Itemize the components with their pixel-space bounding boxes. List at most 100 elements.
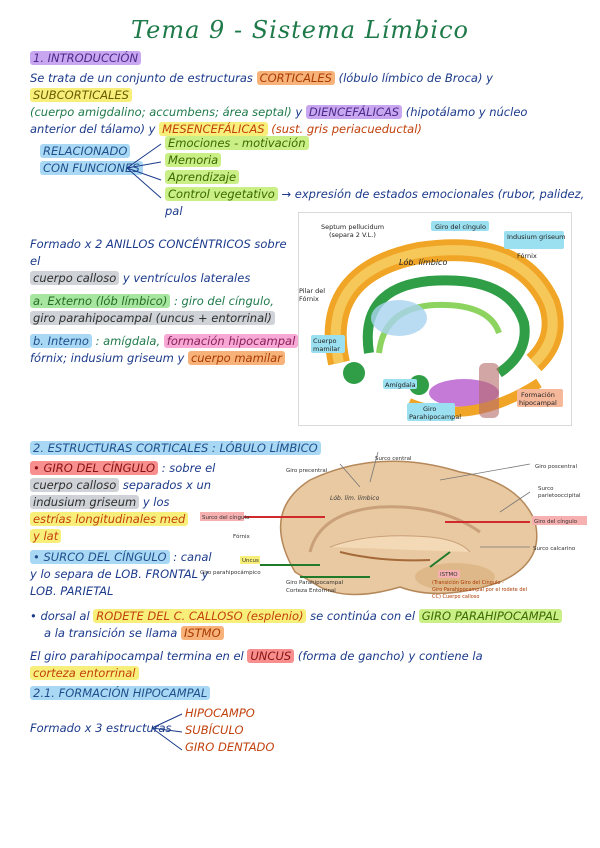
label-amigdala: Amígdala [385,381,416,389]
formacion-heading: 2.1. FORMACIÓN HIPOCAMPAL [30,686,211,700]
medial-brain-figure: Surco central Giro precentral Giro posce… [200,452,587,600]
intro-text-6: (sust. gris periacueductal) [271,122,422,136]
funciones-list: Emociones - motivación Memoria Aprendiza… [165,135,595,220]
formacion-bracket [151,713,183,751]
giro-para-highlight: GIRO PARAHIPOCAMPAL [418,609,563,623]
final-text-a: El giro parahipocampal termina en el [30,649,244,663]
funcion-item-1: Emociones - motivación [165,136,309,150]
funcion-item-2: Memoria [165,153,222,167]
formacion-item-3: GIRO DENTADO [185,740,275,754]
interno-label: b. Interno [30,334,92,348]
label-uncus: Uncus [242,558,259,564]
funciones-label-1: RELACIONADO [40,144,131,158]
estructuras-left-column: • GIRO DEL CÍNGULO : sobre el cuerpo cal… [30,460,225,600]
giro-cingulo-label: • GIRO DEL CÍNGULO [30,461,159,475]
externo-label: a. Externo (lób límbico) [30,294,171,308]
y-los-text: y los [142,495,170,509]
cuerpo-mamilar-shape [343,362,365,384]
label-cuerpo-2: mamilar [313,345,340,353]
label-giro-precentral: Giro precentral [286,468,328,474]
label-septum: Septum pellucidum [321,223,384,231]
interno-text: : amígdala, [95,334,161,348]
diencefalicas-highlight: DIENCEFÁLICAS [305,105,403,119]
surco-line-2a: y lo separa de LOB. FRONTAL [30,567,199,581]
externo-text: : giro del cíngulo, [173,294,274,308]
limbic-system-figure: Septum pellucidum (separa 2 V.L.) Giro d… [298,212,572,426]
formacion-item-2: SUBÍCULO [185,723,244,737]
cuerpo-calloso-label: cuerpo calloso [30,478,120,492]
label-surco-calcarino: Surco calcarino [533,546,576,552]
intro-y-1: y [486,71,493,85]
corteza-highlight: corteza entorrinal [30,666,139,680]
intro-paragraph: Se trata de un conjunto de estructuras C… [30,70,590,138]
intro-text-4: (hipotálamo y núcleo [405,105,528,119]
label-fornix-2: Fórnix [233,533,251,540]
corticales-highlight: CORTICALES [256,71,335,85]
intro-heading: 1. INTRODUCCIÓN [30,51,142,65]
label-fornix: Fórnix [517,252,537,260]
section-estructuras-heading: 2. ESTRUCTURAS CORTICALES : LÓBULO LÍMBI… [30,440,590,457]
surco-cingulo-label: • SURCO DEL CÍNGULO [30,550,170,564]
formacion-item-1: HIPOCAMPO [185,706,255,720]
fornix-shape [362,275,530,378]
mesencefalicas-highlight: MESENCEFÁLICAS [159,122,268,136]
label-formacion-2: hipocampal [519,399,557,407]
rodete-highlight: RODETE DEL C. CALLOSO (esplenio) [93,609,307,623]
intro-y-3: y [148,122,156,136]
label-surco-central: Surco central [375,456,412,462]
intro-text-3: (cuerpo amigdalino; accumbens; área sept… [30,105,292,119]
y-lat-label: y lat [30,529,62,543]
funcion-item-3: Aprendizaje [165,170,240,184]
label-corteza-ent: Corteza Entorrinal [286,588,336,594]
interno-cuerpo-mamilar: cuerpo mamilar [187,351,285,365]
label-formacion: Formación [521,391,555,399]
surco-line-2b: y [201,567,209,581]
section-introduction: 1. INTRODUCCIÓN [30,50,142,67]
label-transicion: (Transición Giro del Cíngulo - [432,579,504,586]
label-lob-limbico: Lób. límbico [399,257,447,267]
page-title: Tema 9 - Sistema Límbico [131,16,469,44]
formado-cuerpo-calloso: cuerpo calloso [30,271,120,285]
intro-text-2: (lóbulo límbico de Broca) [338,71,483,85]
funcion-arrow-text: → expresión de estados emocionales (rubo… [165,187,585,218]
externo-line-2: giro parahipocampal (uncus + entorrinal) [30,311,275,325]
label-surco-parieto: Surco [538,486,554,492]
surco-text: : canal [173,550,212,564]
estructuras-heading: 2. ESTRUCTURAS CORTICALES : LÓBULO LÍMBI… [30,441,321,455]
label-indusium: Indusium griseum [507,233,565,241]
transicion-text: a la transición se llama [44,626,178,640]
brainstem-shape [479,363,499,418]
final-text-b: (forma de gancho) y contiene la [297,649,483,663]
dorsal-paragraph: • dorsal al RODETE DEL C. CALLOSO (esple… [30,608,595,682]
dorsal-text-b: se continúa con el [310,609,416,623]
formado-line-2b: y ventrículos laterales [122,271,251,285]
uncus-highlight: UNCUS [247,649,295,663]
label-giro-para-b: Giro Parahipocampal [286,580,344,586]
formado-line-1: Formado x 2 ANILLOS CONCÉNTRICOS sobre e… [30,237,287,268]
label-giro-para-l: Giro parahipocámpico [200,569,261,576]
istmo-highlight: ISTMO [180,626,224,640]
label-giro-postcentral: Giro poscentral [535,464,577,470]
formacion-list: HIPOCAMPO SUBÍCULO GIRO DENTADO [185,705,274,756]
separados-text: separados x un [122,478,212,492]
label-surco-parieto-2: parietooccipital [538,493,581,499]
giro-cingulo-text: : sobre el [161,461,216,475]
formacion-formado: Formado x 3 estructuras [30,721,172,735]
label-septum-2: (separa 2 V.L.) [329,231,376,239]
interno-formacion: formación hipocampal [163,334,299,348]
label-pilar: Pilar del [299,287,325,295]
funciones-bracket [126,143,162,199]
dorsal-text-a: • dorsal al [30,609,90,623]
label-surco-cingulo: Surco del cíngulo [202,514,250,521]
label-giro-cingulo: Giro del cíngulo [435,223,486,231]
label-transicion-3: CC) Cuerpo calloso [432,594,479,600]
subcorticales-highlight: SUBCORTICALES [30,88,132,102]
septum-shape [371,300,427,336]
lob-parietal: LOB. PARIETAL [30,584,114,598]
label-istmo: ISTMO [440,572,458,578]
funcion-item-4: Control vegetativo [165,187,278,201]
intro-text-1: Se trata de un conjunto de estructuras [30,71,253,85]
formado-paragraph: Formado x 2 ANILLOS CONCÉNTRICOS sobre e… [30,236,300,367]
funciones-label-2: CON FUNCIONES [40,161,143,175]
label-lob-lim: Lób. lím. límbico [330,495,380,502]
